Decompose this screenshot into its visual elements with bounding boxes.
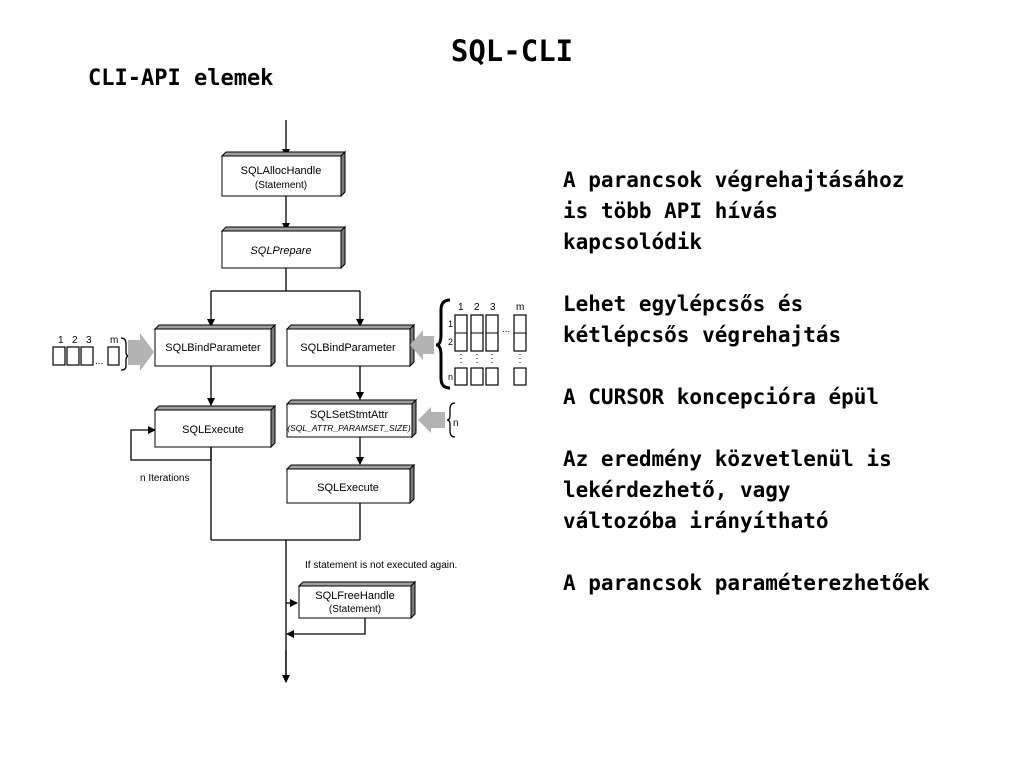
bullet-item: A parancsok végrehajtásához is több API … — [563, 168, 905, 254]
box-bind-right: SQLBindParameter — [285, 323, 416, 368]
slide-title: SQL-CLI — [450, 34, 574, 68]
right-param-matrix: 1 2 3 m 1 2 n ... — [410, 298, 527, 390]
right-col-3: 3 — [490, 302, 496, 313]
bullet-item: A parancsok paraméterezhetőek — [563, 571, 930, 595]
right-row-1: 1 — [448, 319, 453, 329]
right-row-2: 2 — [448, 337, 453, 347]
right-row-n: n — [448, 372, 453, 382]
box-execute-left: SQLExecute — [153, 404, 277, 449]
connectors — [130, 120, 366, 683]
set-stmt-attr-label: SQLSetStmtAttr — [310, 409, 389, 421]
prepare-label: SQLPrepare — [250, 245, 311, 257]
alloc-handle-label: SQLAllocHandle — [241, 165, 322, 177]
bind-left-label: SQLBindParameter — [165, 342, 261, 354]
right-col-m: m — [516, 302, 524, 313]
box-alloc-handle: SQLAllocHandle (Statement) — [220, 150, 347, 198]
set-attr-n-input: n — [418, 402, 459, 438]
left-param-ellipsis: ... — [95, 356, 103, 367]
not-executed-label: If statement is not executed again. — [305, 560, 457, 571]
free-handle-sub: (Statement) — [329, 604, 381, 615]
execute-left-label: SQLExecute — [182, 424, 244, 436]
bind-right-label: SQLBindParameter — [300, 342, 396, 354]
set-stmt-attr-sub: (SQL_ATTR_PARAMSET_SIZE) — [287, 423, 411, 433]
box-set-stmt-attr: SQLSetStmtAttr (SQL_ATTR_PARAMSET_SIZE) — [285, 398, 418, 439]
right-col-1: 1 — [458, 302, 464, 313]
left-param-m: m — [110, 335, 118, 346]
free-handle-label: SQLFreeHandle — [315, 590, 395, 602]
box-free-handle: SQLFreeHandle (Statement) — [297, 580, 417, 620]
bullet-item: Az eredmény közvetlenül is lekérdezhető,… — [563, 447, 892, 533]
n-iterations-label: n Iterations — [140, 473, 189, 484]
box-execute-right: SQLExecute — [285, 463, 416, 505]
left-param-1: 1 — [58, 335, 64, 346]
bullet-item: A CURSOR koncepcióra épül — [563, 385, 880, 409]
slide-subtitle: CLI-API elemek — [88, 66, 274, 91]
right-ellipsis: ... — [502, 324, 510, 335]
left-param-array: 1 2 3 m ... — [52, 333, 154, 371]
box-bind-left: SQLBindParameter — [153, 323, 277, 368]
bullet-list: A parancsok végrehajtásához is több API … — [563, 165, 1023, 630]
execute-right-label: SQLExecute — [317, 482, 379, 494]
right-col-2: 2 — [474, 302, 480, 313]
set-attr-n: n — [453, 418, 459, 429]
alloc-handle-sub: (Statement) — [255, 180, 307, 191]
left-param-2: 2 — [72, 335, 78, 346]
box-prepare: SQLPrepare — [220, 225, 347, 270]
left-param-3: 3 — [86, 335, 92, 346]
line-free-back — [286, 618, 366, 638]
bullet-item: Lehet egylépcsős és kétlépcsős végrehajt… — [563, 292, 842, 347]
